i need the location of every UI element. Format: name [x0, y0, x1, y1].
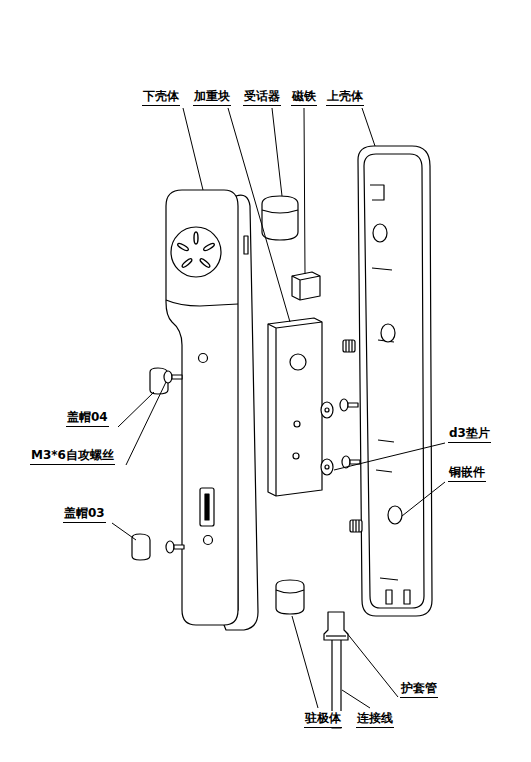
- part-label: d3垫片: [448, 426, 491, 443]
- part-label: 盖帽03: [63, 506, 106, 523]
- part-label: 下壳体: [142, 89, 180, 106]
- leader-lines: [112, 108, 445, 708]
- weight-block: [268, 318, 322, 496]
- electret: [276, 580, 304, 614]
- part-label: 盖帽04: [66, 410, 109, 427]
- part-label: 磁铁: [291, 89, 317, 106]
- cap-03: [132, 534, 150, 560]
- part-label: 驻极体: [304, 711, 342, 728]
- screw: [164, 371, 184, 553]
- lower-shell: [166, 190, 238, 625]
- magnet: [292, 272, 320, 300]
- part-label: M3*6自攻螺丝: [30, 448, 115, 465]
- part-label: 上壳体: [326, 89, 364, 106]
- screw: [340, 399, 360, 468]
- part-label: 铜嵌件: [448, 465, 486, 482]
- part-label: 护套管: [400, 681, 438, 698]
- part-label: 加重块: [193, 89, 231, 106]
- upper-shell: [358, 146, 432, 616]
- part-label: 受话器: [243, 89, 281, 106]
- part-label: 连接线: [356, 711, 394, 728]
- copper-insert: [343, 340, 362, 532]
- washer: [321, 402, 333, 475]
- sheath: [324, 612, 348, 640]
- receiver: [262, 196, 298, 240]
